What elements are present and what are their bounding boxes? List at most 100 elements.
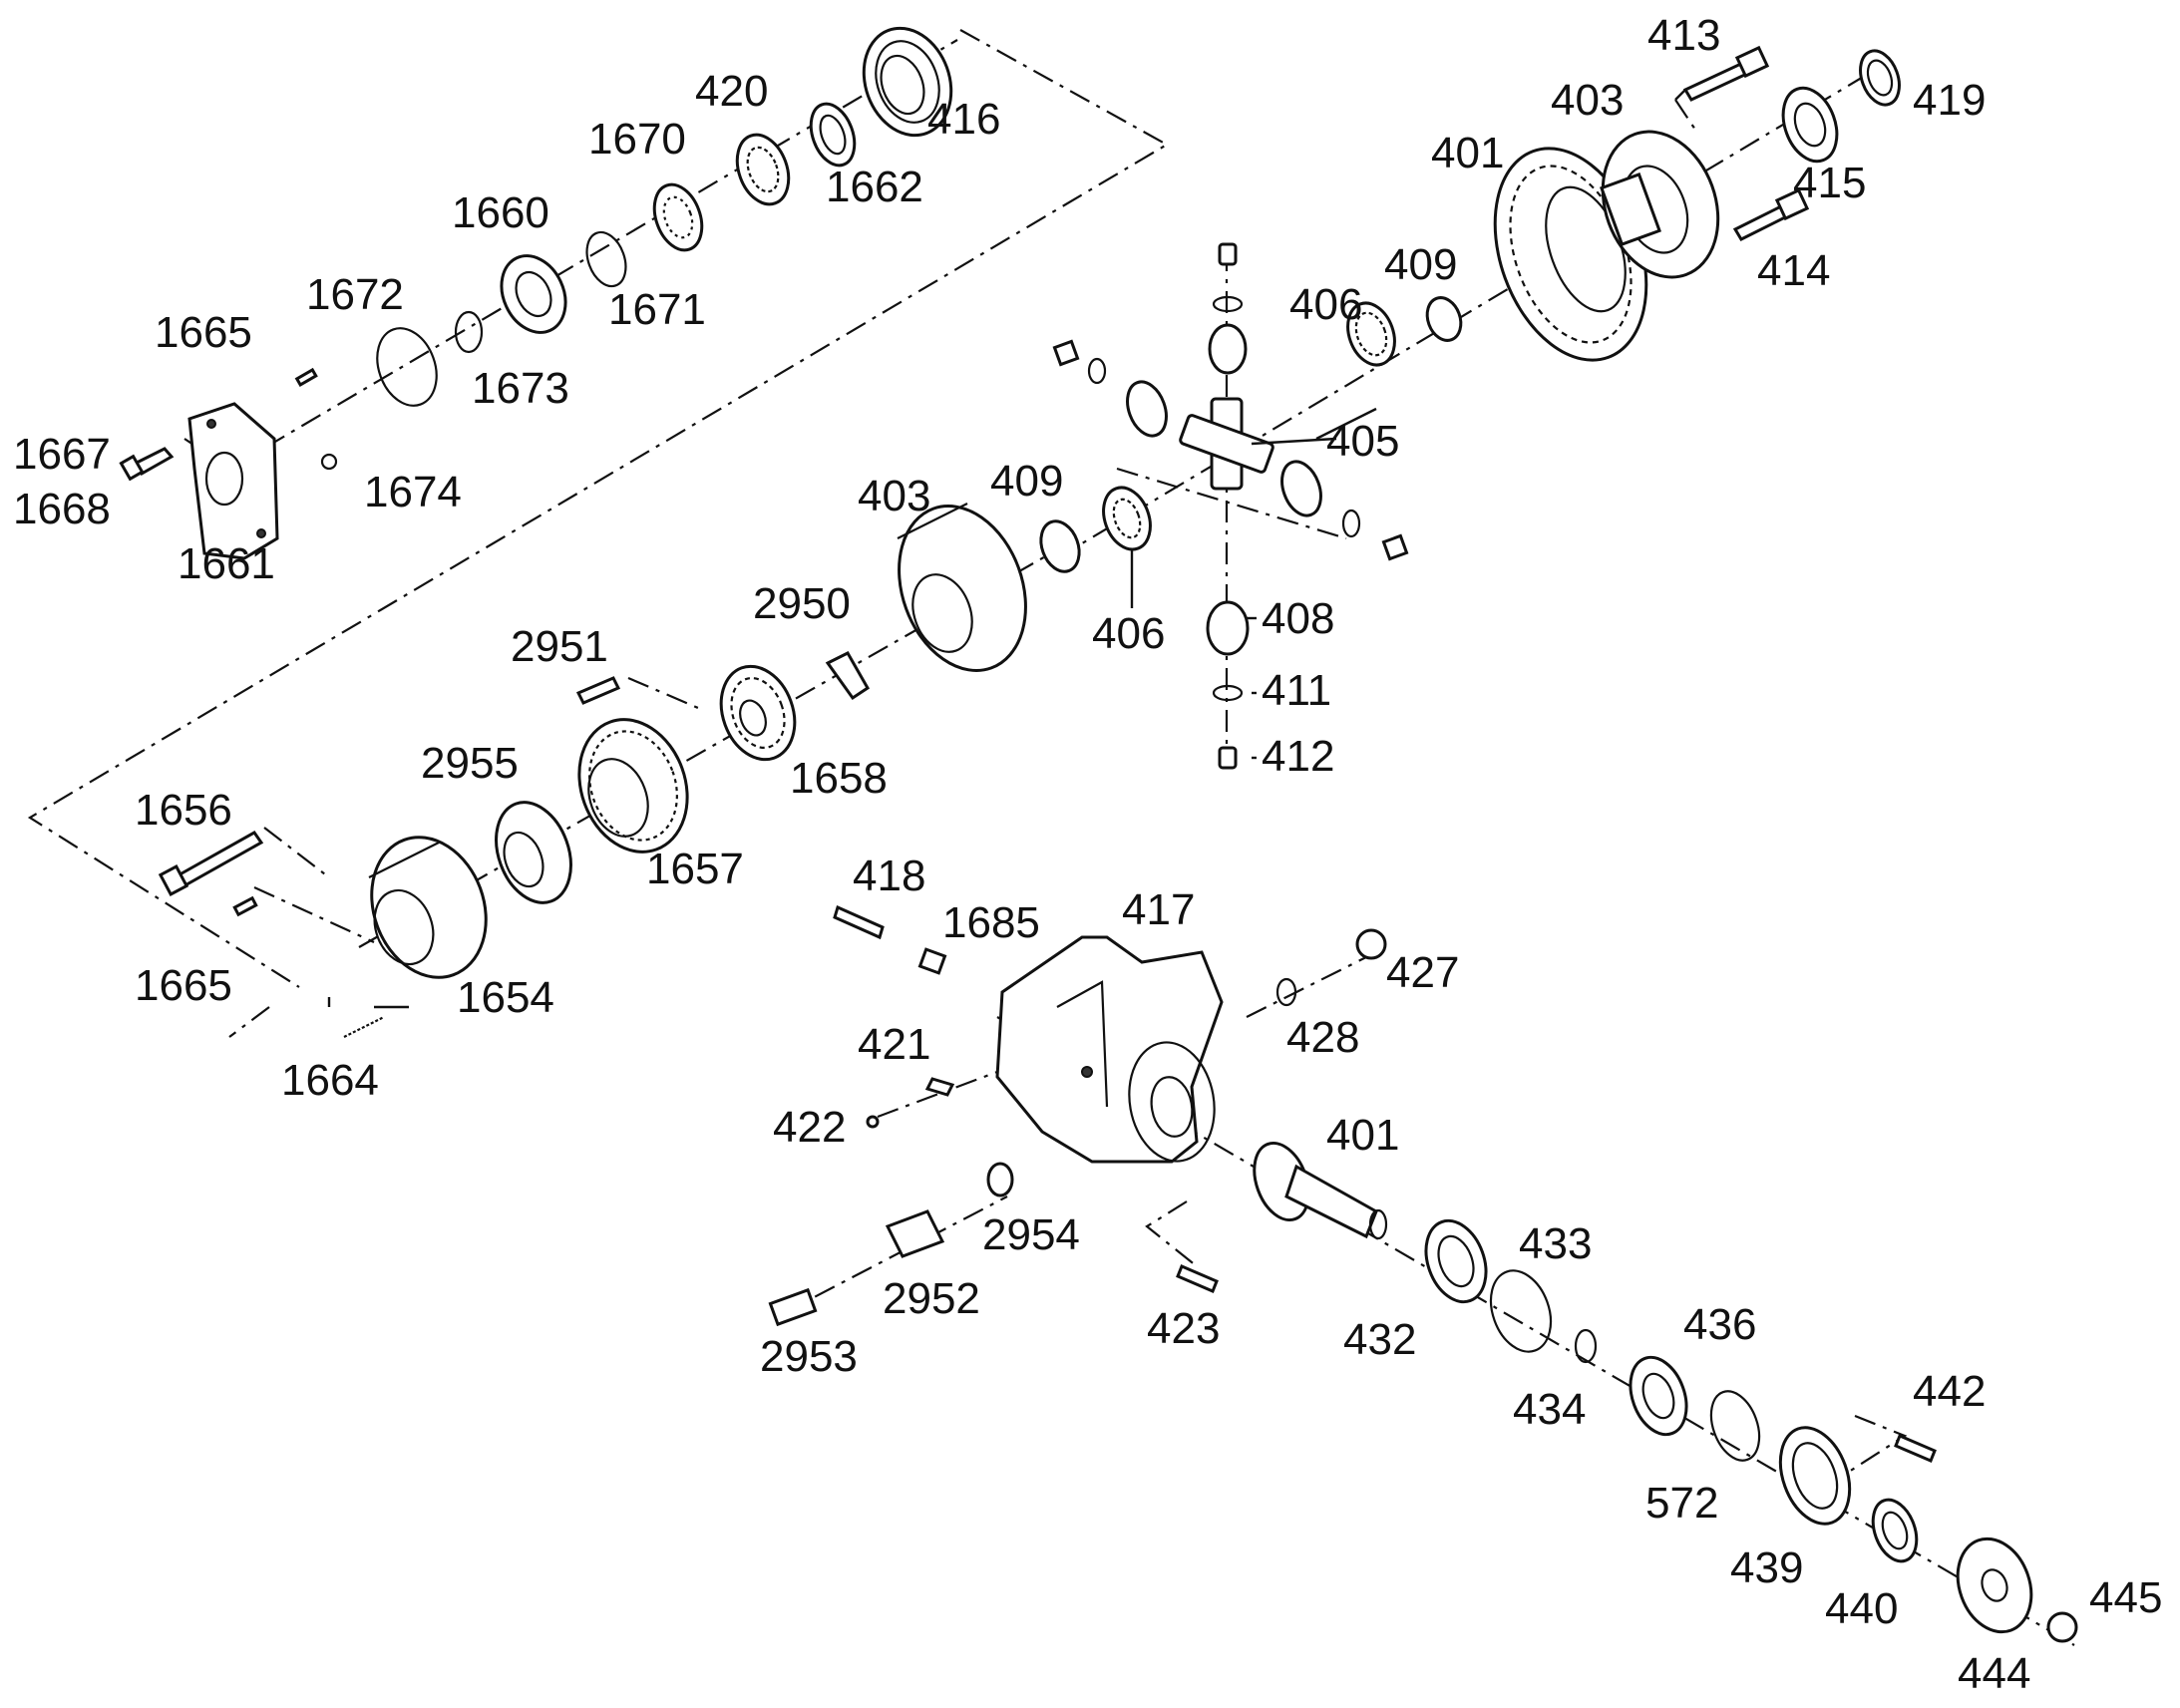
part-1674-ring — [320, 453, 338, 471]
part-1664-spring — [343, 1016, 385, 1038]
part-1672-ring — [376, 327, 438, 407]
part-416-bearing — [862, 26, 953, 138]
label-1664: 1664 — [281, 1056, 379, 1105]
label-412: 412 — [1262, 732, 1334, 781]
label-403-top: 403 — [1551, 76, 1624, 125]
leader-lines — [327, 89, 1686, 1009]
part-421-clip — [924, 1077, 955, 1097]
label-1656: 1656 — [135, 786, 232, 835]
part-409-washer-mid — [1039, 519, 1081, 573]
label-408: 408 — [1262, 594, 1334, 643]
label-1674: 1674 — [364, 468, 462, 516]
assembly-frame — [27, 29, 1170, 1038]
part-2952-fitting — [885, 1209, 945, 1258]
part-403-case-top — [1600, 130, 1720, 279]
part-1670-disc — [652, 182, 704, 252]
label-572: 572 — [1645, 1479, 1718, 1528]
part-439-cover — [1778, 1426, 1852, 1526]
part-444-flange — [1956, 1537, 2033, 1634]
label-420: 420 — [695, 67, 768, 116]
label-411: 411 — [1262, 666, 1331, 715]
label-434: 434 — [1513, 1385, 1586, 1434]
label-401-bottom: 401 — [1326, 1111, 1399, 1160]
label-401-top: 401 — [1431, 129, 1504, 177]
label-422: 422 — [773, 1103, 846, 1152]
label-405: 405 — [1326, 417, 1399, 466]
part-1685-sleeve — [917, 947, 947, 975]
label-1673: 1673 — [472, 364, 569, 413]
label-1665-bottom: 1665 — [135, 961, 232, 1010]
label-1665-top: 1665 — [155, 308, 252, 357]
part-401-pinion — [1253, 1141, 1388, 1240]
label-2955: 2955 — [421, 739, 519, 788]
label-406-top: 406 — [1289, 280, 1362, 329]
part-405-spider — [1052, 242, 1409, 770]
part-1656-bolt — [158, 831, 264, 896]
part-419-ring — [1859, 49, 1901, 107]
label-415: 415 — [1793, 159, 1866, 207]
part-403-case-mid — [897, 503, 1027, 672]
label-439: 439 — [1730, 1543, 1803, 1592]
part-2953-plug — [768, 1287, 818, 1327]
part-433-ring — [1489, 1269, 1553, 1353]
part-445-nut — [2046, 1611, 2078, 1643]
part-1660-seal — [500, 254, 567, 334]
label-1671: 1671 — [608, 285, 706, 334]
label-2951: 2951 — [511, 622, 608, 671]
label-1672: 1672 — [306, 270, 404, 319]
part-409-washer-top — [1425, 296, 1463, 342]
label-417: 417 — [1122, 885, 1195, 934]
label-414: 414 — [1757, 246, 1830, 295]
part-417-housing — [995, 935, 1224, 1164]
part-418-bolt — [833, 904, 885, 940]
label-1667: 1667 — [13, 430, 111, 479]
label-1685: 1685 — [942, 898, 1040, 947]
label-1661: 1661 — [178, 539, 275, 588]
label-409-top: 409 — [1384, 240, 1457, 289]
label-1654: 1654 — [457, 973, 554, 1022]
label-421: 421 — [858, 1020, 930, 1069]
part-423-bolt — [1176, 1264, 1219, 1293]
label-442: 442 — [1913, 1367, 1986, 1416]
part-1665-pin-bottom — [232, 895, 258, 917]
label-416: 416 — [927, 95, 1000, 144]
part-572-ring — [1709, 1390, 1761, 1462]
part-420-disc — [735, 133, 791, 206]
label-436: 436 — [1683, 1300, 1756, 1349]
part-413-bolt — [1682, 45, 1770, 102]
part-1661-cover — [187, 402, 279, 560]
label-2954: 2954 — [982, 1210, 1080, 1259]
label-1658: 1658 — [790, 754, 888, 803]
label-445: 445 — [2089, 1573, 2162, 1622]
label-413: 413 — [1647, 11, 1720, 60]
label-418: 418 — [853, 852, 925, 900]
label-2952: 2952 — [883, 1274, 980, 1323]
part-422-screw — [866, 1115, 880, 1129]
part-1673-ring — [454, 310, 484, 354]
label-403-mid: 403 — [858, 472, 930, 520]
part-442-bolt — [1894, 1434, 1937, 1463]
label-433: 433 — [1519, 1219, 1592, 1268]
part-2950-clip — [825, 651, 870, 701]
label-423: 423 — [1147, 1304, 1220, 1353]
part-1658-gear — [719, 664, 797, 762]
label-427: 427 — [1386, 948, 1459, 997]
part-427-plug — [1355, 928, 1387, 960]
part-415-bearing — [1781, 86, 1839, 164]
label-1660: 1660 — [452, 188, 549, 237]
label-432: 432 — [1343, 1315, 1416, 1364]
label-2950: 2950 — [753, 579, 851, 628]
part-1667-bolt — [119, 447, 175, 482]
part-414-bolt — [1732, 187, 1810, 241]
part-432-bearing — [1424, 1218, 1488, 1304]
label-1662: 1662 — [826, 163, 923, 211]
part-labels: 413 403 419 401 415 409 414 406 405 420 … — [13, 11, 2162, 1698]
part-1657-drum — [577, 718, 689, 854]
part-440-seal — [1871, 1498, 1919, 1563]
label-1668: 1668 — [13, 485, 111, 533]
label-409-mid: 409 — [990, 457, 1063, 506]
part-2954-washer — [986, 1162, 1014, 1197]
label-444: 444 — [1958, 1649, 2030, 1698]
label-2953: 2953 — [760, 1332, 858, 1381]
